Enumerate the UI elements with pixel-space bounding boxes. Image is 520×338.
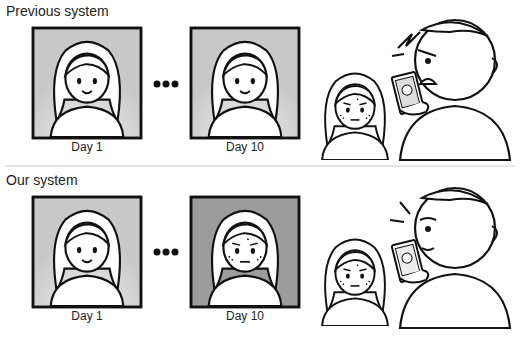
angry-viewer bbox=[392, 20, 510, 160]
row-heading: Previous system bbox=[6, 3, 109, 19]
divider-line bbox=[5, 166, 515, 167]
calm-viewer bbox=[390, 188, 510, 328]
photo-panel bbox=[191, 197, 299, 307]
day-label: Day 10 bbox=[226, 141, 264, 155]
row-heading: Our system bbox=[6, 172, 78, 188]
photo-panel bbox=[33, 197, 141, 307]
photo-panel bbox=[33, 28, 141, 138]
day-label: Day 10 bbox=[226, 310, 264, 324]
day-label: Day 1 bbox=[71, 141, 102, 155]
photo-panel bbox=[191, 28, 299, 138]
day-label: Day 1 bbox=[71, 310, 102, 324]
